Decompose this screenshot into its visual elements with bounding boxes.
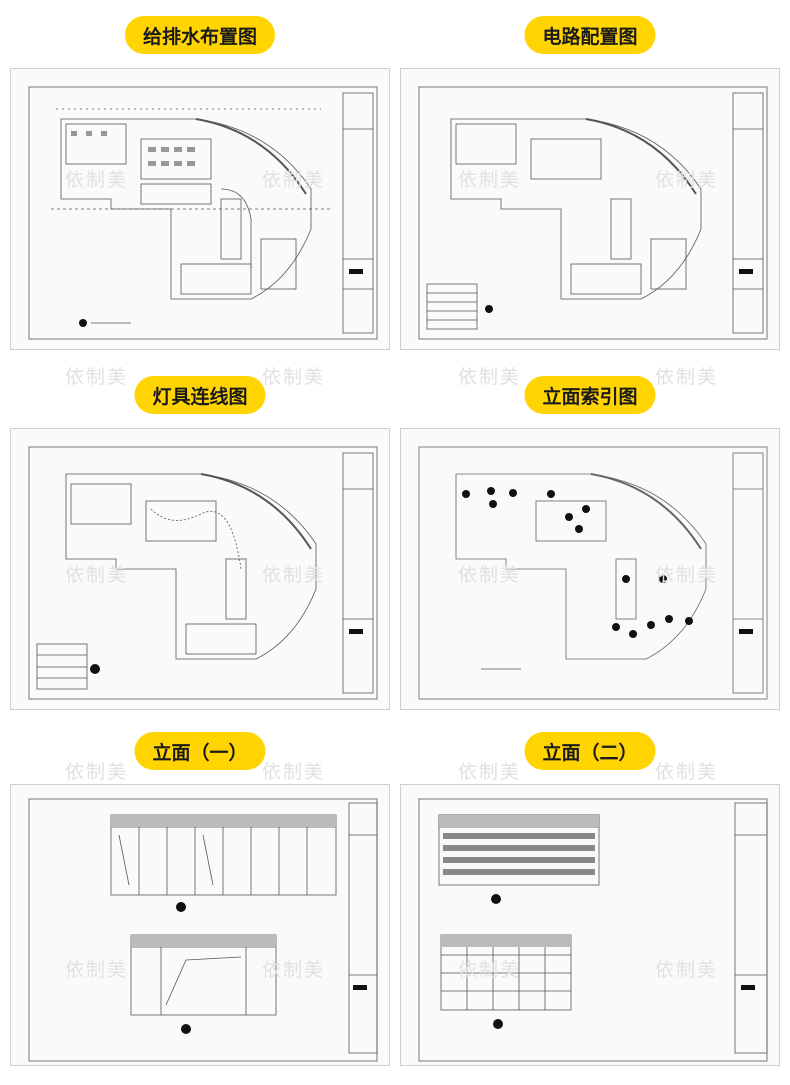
drawing-sheet <box>10 784 390 1066</box>
drawing-sheet <box>400 68 780 350</box>
panel-title: 灯具连线图 <box>134 376 266 414</box>
panel-title: 电路配置图 <box>524 16 656 54</box>
watermark: 依制美 <box>262 761 326 783</box>
floor-plan-drawing <box>418 446 768 700</box>
watermark: 依制美 <box>655 366 719 388</box>
floor-plan-drawing <box>28 446 378 700</box>
watermark: 依制美 <box>65 761 129 783</box>
panel-title: 立面（二） <box>524 732 656 770</box>
elevation-drawing <box>28 798 378 1062</box>
panel-title: 立面（一） <box>134 732 266 770</box>
watermark: 依制美 <box>458 366 522 388</box>
elevation-drawing <box>418 798 768 1062</box>
drawing-sheet <box>10 428 390 710</box>
floor-plan-drawing <box>418 86 768 340</box>
watermark: 依制美 <box>458 761 522 783</box>
drawing-sheet <box>10 68 390 350</box>
watermark: 依制美 <box>655 761 719 783</box>
panel-title: 立面索引图 <box>524 376 656 414</box>
watermark: 依制美 <box>65 366 129 388</box>
panel-title: 给排水布置图 <box>124 16 276 54</box>
drawing-sheet <box>400 784 780 1066</box>
drawing-sheet <box>400 428 780 710</box>
floor-plan-drawing <box>28 86 378 340</box>
watermark: 依制美 <box>262 366 326 388</box>
